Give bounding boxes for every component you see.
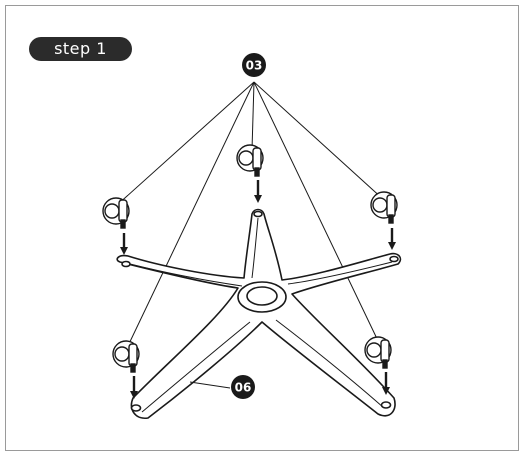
caster-wheel-left <box>102 197 130 229</box>
leader-line-bottom-right <box>253 81 381 346</box>
hub-socket <box>246 286 278 306</box>
socket-bottom-right <box>380 401 392 409</box>
chair-base <box>116 208 402 420</box>
callout-06-label: 06 <box>235 381 252 395</box>
base-leader-line <box>189 381 231 389</box>
leader-line-center <box>251 81 255 151</box>
leader-line-right <box>253 81 385 201</box>
socket-bottom-left <box>130 404 142 412</box>
leader-line-left <box>115 81 255 207</box>
caster-wheel-bottom-left <box>112 340 140 373</box>
socket-top <box>253 210 263 218</box>
caster-wheel-center <box>236 144 264 177</box>
insertion-arrows <box>120 180 396 399</box>
step-badge: step 1 <box>29 37 132 61</box>
diagram-frame <box>5 5 519 451</box>
caster-wheel-bottom-right <box>364 336 392 369</box>
leader-line-bottom-left <box>125 81 255 351</box>
caster-leader-lines <box>115 81 385 351</box>
callout-06: 06 <box>231 375 255 399</box>
caster-wheel-right <box>370 191 398 224</box>
socket-left <box>121 260 131 268</box>
callout-03-label: 03 <box>246 59 263 73</box>
callout-03: 03 <box>242 53 266 77</box>
socket-right <box>389 255 399 263</box>
